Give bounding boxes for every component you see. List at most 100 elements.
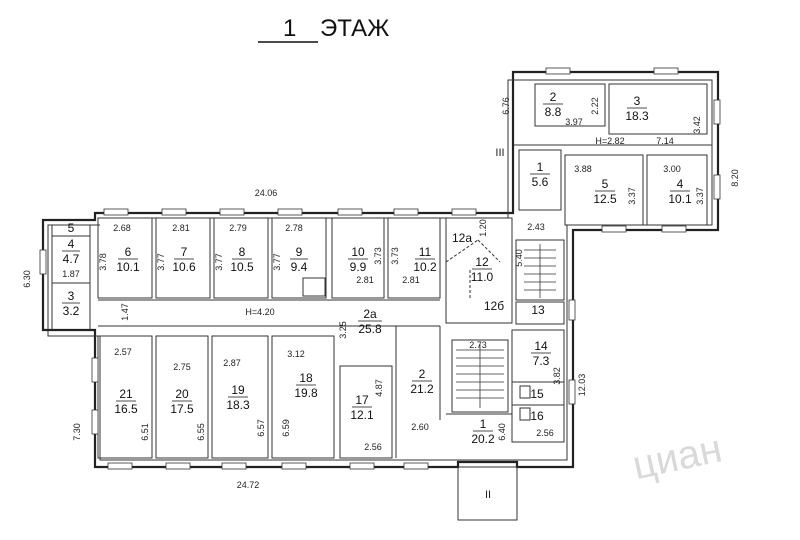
room-number: 20: [175, 387, 189, 401]
dim-left-upper: 6.30: [22, 270, 32, 288]
dim: 3.78: [98, 253, 108, 271]
upper-rooms: [97, 217, 441, 327]
dim: 3.42: [692, 116, 702, 134]
room-area: 12.1: [350, 408, 374, 422]
room-area: 5.6: [532, 175, 549, 189]
room-area: 25.8: [358, 322, 382, 336]
room-number: 9: [296, 245, 303, 259]
dim: 3.37: [627, 187, 637, 205]
room-number: 2a: [363, 307, 377, 321]
dim: 2.79: [229, 223, 247, 233]
room-number: 16: [530, 409, 544, 423]
dim: 3.73: [373, 247, 383, 265]
room-number: 5: [68, 221, 75, 235]
dim: 2.56: [364, 442, 382, 452]
room-labels: 5 4 4.7 3 3.2 6 10.1 7 10.6 8 10.5 9 9.4…: [62, 90, 692, 446]
room-number: 14: [534, 339, 548, 353]
room-area: 11.0: [471, 270, 494, 284]
dim: 5.40: [514, 249, 524, 267]
room-number: 2: [550, 90, 557, 104]
room-area: 10.6: [172, 260, 196, 274]
dim: 2.60: [411, 422, 429, 432]
dim: 3.12: [287, 349, 305, 359]
room-number: 3: [68, 289, 75, 303]
dim: 6.57: [256, 419, 266, 437]
room-area: 17.5: [170, 402, 194, 416]
dim: 2.68: [113, 223, 131, 233]
room-number: 5: [602, 177, 609, 191]
room-number: 19: [231, 383, 245, 397]
dim: 2.56: [536, 428, 554, 438]
room-number: 2: [419, 367, 426, 381]
dim: 3.37: [695, 187, 705, 205]
dim: 3.77: [214, 253, 224, 271]
dim-corridor-height: H=4.20: [245, 307, 274, 317]
outer-walls: [41, 70, 720, 521]
left-block: [51, 225, 91, 330]
dim: 2.81: [356, 275, 374, 285]
dim-wing-corridor-height: H=2.82: [595, 136, 624, 146]
room-area: 4.7: [63, 252, 80, 266]
dim: 2.81: [172, 223, 190, 233]
dim: 6.59: [281, 419, 291, 437]
room-area: 9.9: [350, 260, 367, 274]
floor-number: 1: [283, 15, 296, 42]
lower-rooms: [97, 326, 565, 459]
dim: 6.55: [196, 423, 206, 441]
room-number: 21: [119, 387, 133, 401]
dim-top-width: 24.06: [255, 188, 278, 198]
room-area: 10.5: [230, 260, 254, 274]
floor-label: ЭТАЖ: [320, 15, 389, 42]
dim: 1.87: [62, 269, 80, 279]
dim-bottom-width: 24.72: [237, 480, 260, 490]
dim-wing-span: 7.14: [656, 136, 674, 146]
windows: [39, 67, 721, 470]
dim: 2.81: [402, 275, 420, 285]
room-number: 7: [181, 245, 188, 259]
dim: 2.75: [173, 362, 191, 372]
dim: 3.00: [663, 164, 681, 174]
room-area: 12.5: [593, 192, 617, 206]
room-area: 18.3: [625, 109, 649, 123]
room-number: 12б: [484, 299, 504, 313]
room-area: 10.1: [116, 260, 140, 274]
entrance-3-label: III: [495, 147, 504, 159]
dim: 2.78: [285, 223, 303, 233]
core-block: [445, 217, 565, 325]
room-area: 10.2: [413, 260, 437, 274]
dimension-labels: 24.06 24.72 6.30 7.30 12.03 8.20 6.76 H=…: [22, 97, 740, 490]
dim: 3.77: [156, 253, 166, 271]
room-number: 12a: [452, 231, 472, 245]
dim: 2.43: [527, 222, 545, 232]
dim: 1.47: [120, 303, 130, 321]
room-area: 9.4: [291, 260, 308, 274]
room-number: 12: [475, 255, 489, 269]
room-number: 13: [531, 303, 545, 317]
watermark: циан: [629, 426, 726, 488]
room-area: 19.8: [294, 386, 318, 400]
dim-wing-width: 8.20: [730, 169, 740, 187]
room-number: 3: [634, 94, 641, 108]
dim: 3.88: [574, 164, 592, 174]
room-number: 4: [677, 177, 684, 191]
dim: 2.22: [590, 97, 600, 115]
room-area: 18.3: [226, 398, 250, 412]
room-number: 4: [68, 237, 75, 251]
dim: 3.97: [565, 117, 583, 127]
wing-rooms: [513, 83, 712, 226]
dim: 3.77: [272, 253, 282, 271]
dim: 2.87: [223, 358, 241, 368]
dim: 3.25: [338, 321, 348, 339]
room-area: 20.2: [471, 432, 495, 446]
room-area: 21.2: [410, 382, 434, 396]
room-number: 1: [537, 160, 544, 174]
room-number: 15: [530, 387, 544, 401]
dim: 3.73: [390, 247, 400, 265]
room-area: 10.1: [668, 192, 692, 206]
dim-left-lower: 7.30: [72, 423, 82, 441]
room-area: 3.2: [63, 304, 80, 318]
room-number: 8: [239, 245, 246, 259]
dim: 6.51: [140, 423, 150, 441]
room-number: 1: [480, 417, 487, 431]
